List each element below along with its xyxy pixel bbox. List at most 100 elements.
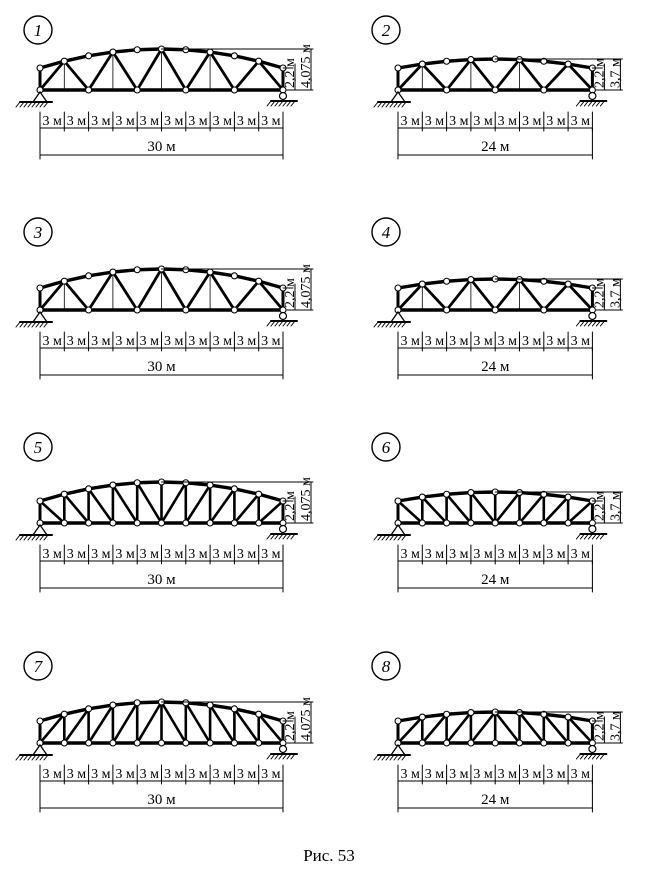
- top-joint: [515, 56, 524, 64]
- support-hatch: [274, 533, 280, 540]
- span-label: 24 м: [481, 792, 510, 808]
- segment-label: 3 м: [571, 767, 591, 782]
- segment-label: 3 м: [67, 114, 87, 129]
- pinned-support: [31, 310, 49, 323]
- segment-label: 3 м: [91, 767, 111, 782]
- bottom-joint: [443, 86, 451, 94]
- support-hatch: [290, 320, 296, 327]
- segment-label: 3 м: [164, 767, 184, 782]
- top-joint: [255, 277, 263, 285]
- segment-label: 3 м: [400, 114, 420, 129]
- web-diagonal: [63, 492, 90, 525]
- segment-label: 3 м: [42, 114, 62, 129]
- web-diagonal: [208, 50, 236, 92]
- support-hatch: [19, 754, 25, 761]
- support-hatch: [282, 533, 288, 540]
- truss-number: 5: [34, 438, 43, 457]
- segment-label: 3 м: [213, 114, 233, 129]
- segment-label: 3 м: [91, 114, 111, 129]
- top-joint: [60, 710, 68, 718]
- support-hatch: [587, 753, 593, 760]
- support-hatch: [290, 533, 296, 540]
- segment-label: 3 м: [237, 114, 257, 129]
- segment-label: 3 м: [188, 547, 208, 562]
- segment-label: 3 м: [261, 114, 281, 129]
- roller-support: [588, 91, 597, 101]
- span-label: 24 м: [481, 572, 510, 588]
- support-hatch: [266, 753, 272, 760]
- support-hatch: [282, 100, 288, 107]
- web-diagonal: [184, 50, 212, 92]
- support-hatch: [381, 534, 387, 541]
- web-diagonal: [445, 492, 473, 525]
- web-diagonal: [63, 707, 90, 745]
- web-diagonal: [184, 483, 212, 525]
- pinned-support: [31, 90, 49, 103]
- support-hatch: [401, 754, 407, 761]
- segment-label: 3 м: [164, 334, 184, 349]
- web-diagonal: [493, 278, 521, 312]
- web-diagonal: [208, 703, 236, 745]
- top-chord-panel: [396, 715, 424, 723]
- support-hatch: [397, 101, 403, 108]
- bottom-joint: [564, 739, 572, 747]
- top-joint: [564, 60, 572, 68]
- figure-caption: Рис. 53: [303, 846, 355, 865]
- support-hatch: [397, 321, 403, 328]
- support-hatch: [595, 320, 601, 327]
- top-joint: [540, 710, 548, 718]
- top-joint: [564, 493, 572, 501]
- top-chord-panel: [232, 487, 261, 496]
- segment-label: 3 м: [115, 114, 135, 129]
- pinned-support: [389, 523, 407, 536]
- support-hatch: [595, 100, 601, 107]
- web-diagonal: [38, 712, 66, 745]
- web-diagonal: [257, 279, 285, 312]
- support-hatch: [23, 754, 29, 761]
- bottom-joint: [133, 519, 141, 527]
- segment-label: 3 м: [498, 547, 518, 562]
- top-chord-panel: [257, 279, 285, 290]
- segment-label: 3 м: [42, 767, 62, 782]
- support-hatch: [274, 320, 280, 327]
- support-hatch: [35, 754, 41, 761]
- top-chord-panel: [396, 282, 424, 290]
- segment-label: 3 м: [213, 767, 233, 782]
- support-hatch: [19, 101, 25, 108]
- top-joint: [206, 481, 214, 489]
- top-chord-panel: [420, 59, 449, 66]
- web-diagonal: [420, 712, 448, 745]
- web-diagonal: [493, 58, 521, 92]
- web-diagonal: [111, 483, 139, 525]
- support-height-label: 2,2 м: [283, 491, 298, 521]
- web-diagonal: [566, 62, 594, 92]
- support-height-label: 2,2 м: [592, 278, 607, 308]
- bottom-joint: [206, 519, 214, 527]
- bottom-joint: [182, 519, 190, 527]
- support-height-label: 2,2 м: [592, 711, 607, 741]
- support-hatch: [587, 100, 593, 107]
- top-joint: [394, 497, 402, 505]
- support-hatch: [377, 321, 383, 328]
- truss-number-circle: [371, 15, 401, 45]
- segment-label: 3 м: [400, 547, 420, 562]
- segment-label: 3 м: [115, 767, 135, 782]
- support-height-label: 2,2 м: [283, 711, 298, 741]
- top-chord-panel: [469, 277, 497, 282]
- web-diagonal: [257, 499, 285, 525]
- bottom-joint: [133, 739, 141, 747]
- web-diagonal: [160, 267, 188, 312]
- web-diagonal: [87, 487, 115, 525]
- bottom-joint: [206, 739, 214, 747]
- support-hatch: [15, 534, 21, 541]
- top-chord-panel: [517, 57, 546, 63]
- top-chord-panel: [135, 267, 164, 272]
- segment-label: 3 м: [571, 114, 591, 129]
- web-diagonal: [135, 47, 163, 92]
- bottom-joint: [182, 739, 190, 747]
- top-chord-panel: [135, 480, 164, 485]
